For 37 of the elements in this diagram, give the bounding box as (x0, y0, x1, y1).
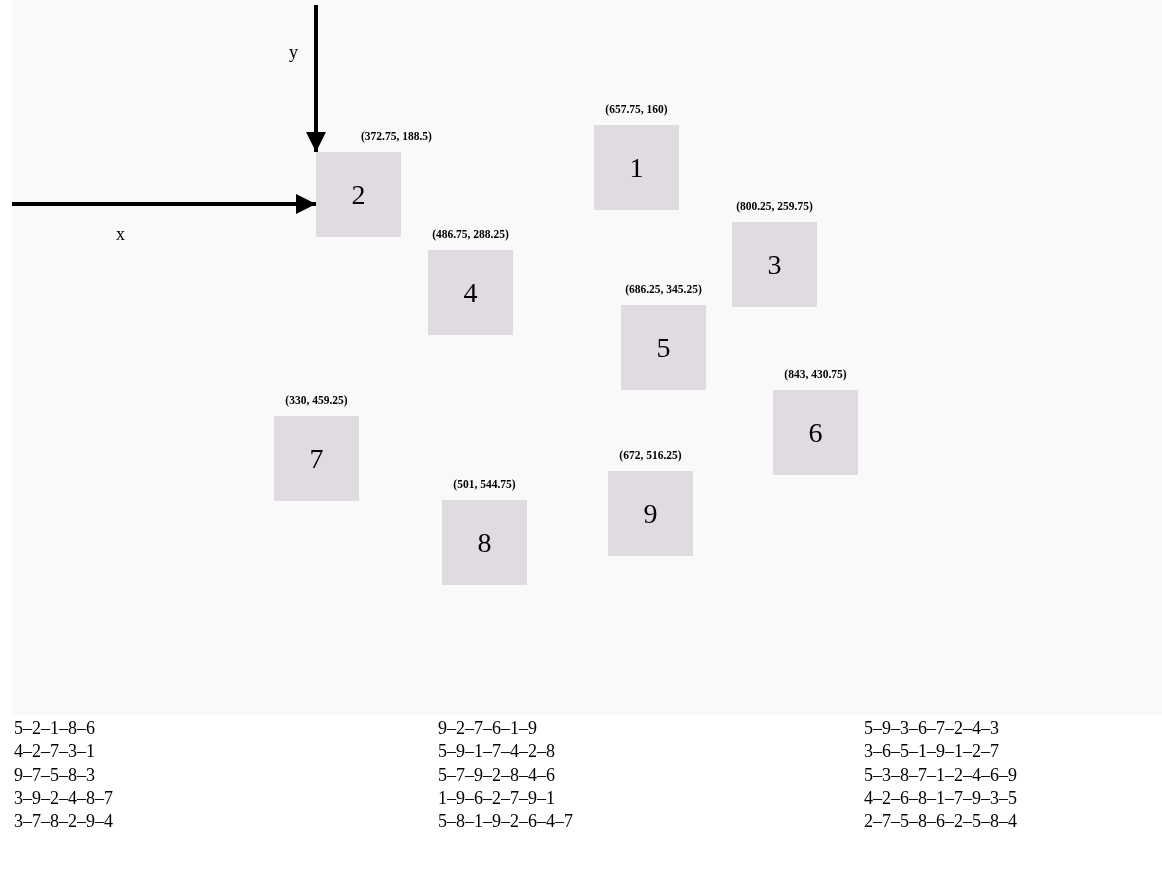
sequence-text: 4–2–6–8–1–7–9–3–5 (864, 787, 1017, 809)
sequence-text: 9–7–5–8–3 (14, 764, 95, 786)
sequence-text: 5–9–3–6–7–2–4–3 (864, 718, 999, 739)
sequence-text: 9–2–7–6–1–9 (438, 718, 537, 739)
coordinate-label: (330, 459.25) (285, 394, 348, 406)
coordinate-label: (486.75, 288.25) (432, 228, 509, 240)
sequence-text: 5–3–8–7–1–2–4–6–9 (864, 764, 1017, 786)
axis-label: y (289, 42, 298, 63)
number-box: 6 (773, 390, 858, 475)
sequence-text: 1–9–6–2–7–9–1 (438, 787, 555, 809)
sequence-text: 3–7–8–2–9–4 (14, 811, 113, 833)
sequence-text: 3–9–2–4–8–7 (14, 787, 113, 809)
coordinate-label: (657.75, 160) (605, 103, 668, 115)
number-box: 7 (274, 416, 359, 501)
sequence-text: 4–2–7–3–1 (14, 741, 95, 763)
number-box: 5 (621, 305, 706, 390)
sequence-text: 5–2–1–8–6 (14, 718, 95, 739)
number-box: 2 (316, 152, 401, 237)
number-box: 1 (594, 125, 679, 210)
axis-arrow (12, 194, 316, 214)
coordinate-label: (672, 516.25) (619, 449, 682, 461)
sequence-text: 5–8–1–9–2–6–4–7 (438, 811, 573, 833)
coordinate-label: (800.25, 259.75) (736, 200, 813, 212)
coordinate-label: (843, 430.75) (784, 368, 847, 380)
number-box: 4 (428, 250, 513, 335)
axis-label: x (116, 224, 125, 245)
axis-arrow (306, 5, 326, 152)
number-box: 8 (442, 500, 527, 585)
number-box: 9 (608, 471, 693, 556)
coordinate-label: (686.25, 345.25) (625, 283, 702, 295)
sequence-text: 5–7–9–2–8–4–6 (438, 764, 555, 786)
sequence-text: 2–7–5–8–6–2–5–8–4 (864, 811, 1017, 833)
sequence-text: 3–6–5–1–9–1–2–7 (864, 741, 999, 763)
number-box: 3 (732, 222, 817, 307)
coordinate-label: (372.75, 188.5) (361, 130, 432, 142)
coordinate-label: (501, 544.75) (453, 478, 516, 490)
sequence-text: 5–9–1–7–4–2–8 (438, 741, 555, 763)
